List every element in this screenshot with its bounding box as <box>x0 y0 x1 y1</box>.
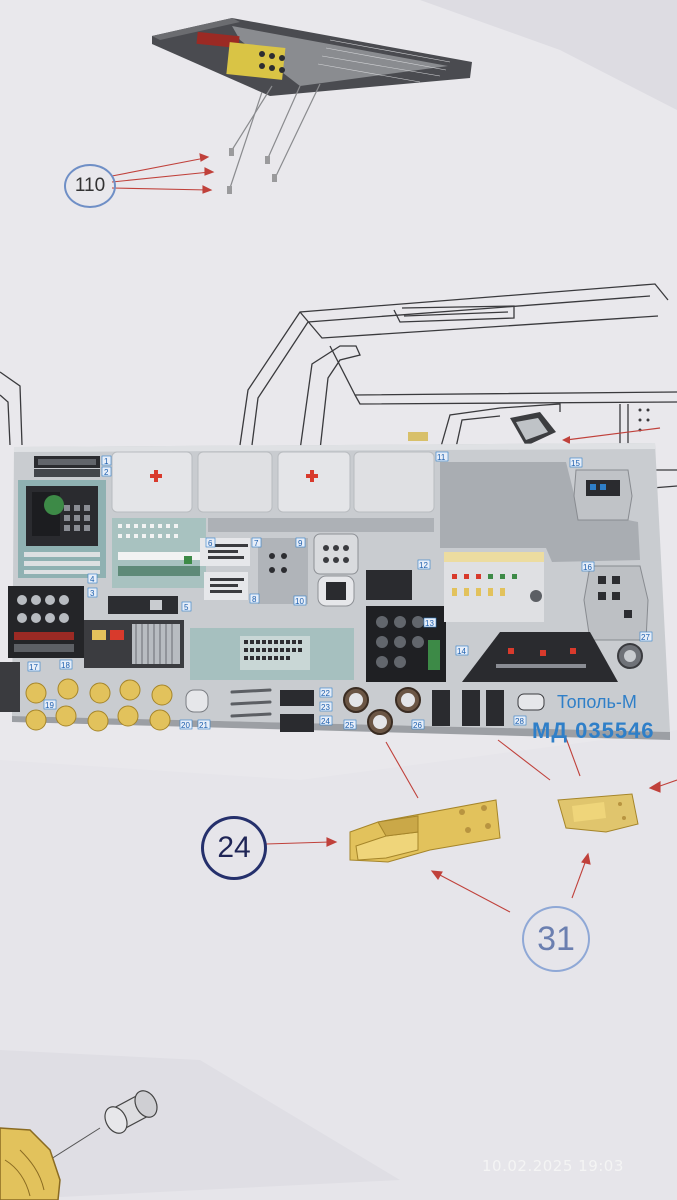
part-number-label: 5 <box>184 603 189 612</box>
part-number-label: 26 <box>413 721 422 730</box>
part-number-label: 4 <box>90 575 95 584</box>
brass-part-right <box>557 793 639 833</box>
cabin-line-drawing <box>0 283 677 489</box>
fret-part-code: МД 035546 <box>532 718 655 743</box>
part-number-label: 20 <box>181 721 190 730</box>
part-number-label: 3 <box>90 589 95 598</box>
part-number-label: 6 <box>208 539 213 548</box>
callout-step-110: 110 <box>64 164 116 208</box>
part-number-label: 16 <box>583 563 592 572</box>
part-number-label: 18 <box>61 661 70 670</box>
assembly-arrows <box>265 737 677 913</box>
part-number-label: 27 <box>641 633 650 642</box>
photo-etched-fret <box>0 443 670 740</box>
part-number-label: 2 <box>104 468 109 477</box>
part-number-label: 22 <box>321 689 330 698</box>
part-number-label: 17 <box>29 663 38 672</box>
part-number-label: 21 <box>199 721 208 730</box>
part-number-label: 12 <box>419 561 428 570</box>
part-number-label: 7 <box>254 539 259 548</box>
top-panel-detail <box>152 18 472 194</box>
cylinder-part <box>39 1090 158 1167</box>
part-number-label: 8 <box>252 595 257 604</box>
fret-part-numbers: 1 2 3 4 5 6 7 8 9 10 11 12 13 14 15 16 1… <box>27 451 653 730</box>
part-number-label: 24 <box>321 717 330 726</box>
part-number-label: 11 <box>437 453 446 462</box>
brass-gear-part <box>0 1127 61 1200</box>
part-number-label: 15 <box>571 459 580 468</box>
dashboard-mounted-part <box>408 412 661 446</box>
arrows-110 <box>111 153 215 194</box>
part-number-label: 1 <box>104 457 109 466</box>
part-number-label: 9 <box>298 539 303 548</box>
part-number-label: 13 <box>425 619 434 628</box>
part-number-label: 28 <box>515 717 524 726</box>
part-number-label: 25 <box>345 721 354 730</box>
part-number-label: 14 <box>457 647 466 656</box>
callout-part-31: 31 <box>522 906 590 972</box>
brass-bracket-24 <box>349 799 501 863</box>
part-number-label: 10 <box>295 597 304 606</box>
part-number-label: 19 <box>45 701 54 710</box>
callout-part-24: 24 <box>201 816 267 880</box>
photo-timestamp: 10.02.2025 19:03 <box>482 1157 624 1175</box>
fret-model-name: Тополь-М <box>557 692 637 712</box>
part-number-label: 23 <box>321 703 330 712</box>
